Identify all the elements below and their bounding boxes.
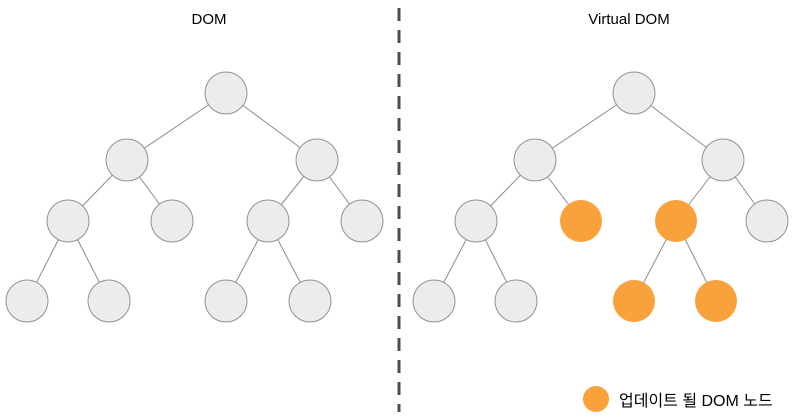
- tree-node: [87, 279, 131, 323]
- tree-node: [204, 71, 248, 115]
- tree-node-updated: [695, 280, 737, 322]
- tree-node: [288, 279, 332, 323]
- tree-node-updated: [655, 200, 697, 242]
- tree-node: [494, 279, 538, 323]
- tree-node: [246, 199, 290, 243]
- tree-node: [412, 279, 456, 323]
- tree-node: [204, 279, 248, 323]
- tree-node: [5, 279, 49, 323]
- updated-node-swatch-icon: [583, 386, 609, 412]
- legend-label: 업데이트 될 DOM 노드: [619, 393, 773, 410]
- tree-node: [745, 199, 789, 243]
- tree-node: [295, 138, 339, 182]
- tree-node: [513, 138, 557, 182]
- tree-node: [612, 71, 656, 115]
- tree-node: [340, 199, 384, 243]
- panel-title-dom: DOM: [191, 11, 227, 28]
- tree-node: [454, 199, 498, 243]
- legend: 업데이트 될 DOM 노드: [583, 386, 773, 412]
- tree-node: [150, 199, 194, 243]
- tree-node: [105, 138, 149, 182]
- tree-node: [701, 138, 745, 182]
- tree-node-updated: [613, 280, 655, 322]
- tree-node: [46, 199, 90, 243]
- tree-node-updated: [560, 200, 602, 242]
- panel-title-virtual-dom: Virtual DOM: [588, 11, 670, 28]
